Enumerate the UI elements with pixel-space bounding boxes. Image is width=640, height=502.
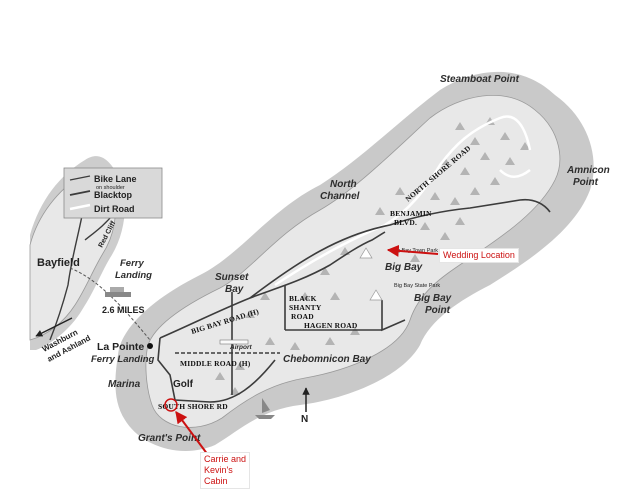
road-benjamin-2: BLVD. (394, 218, 417, 227)
label-sunset-bay-1: Sunset (215, 272, 249, 283)
ferry-landing-dot (147, 343, 153, 349)
legend-blacktop: Blacktop (94, 190, 133, 200)
label-north-channel-2: Channel (320, 191, 360, 202)
blacktop-roads (157, 198, 551, 403)
label-bayfield: Bayfield (37, 257, 80, 269)
park-icon (359, 247, 383, 301)
cabin-note: Carrie and Kevin's Cabin (200, 452, 251, 489)
label-ferry-landing-mainland-2: Landing (115, 270, 152, 281)
road-middle: MIDDLE ROAD (H) (180, 359, 251, 368)
road-south-shore: SOUTH SHORE RD (158, 402, 228, 411)
label-amnicon-1: Amnicon (566, 165, 610, 176)
label-amnicon-2: Point (573, 177, 599, 188)
label-airport: Airport (229, 344, 253, 351)
label-steamboat-point: Steamboat Point (440, 74, 520, 85)
wedding-location-note: Wedding Location (439, 248, 519, 263)
dirt-roads (274, 115, 532, 287)
label-north-channel-1: North (330, 179, 357, 190)
label-ferry-distance: 2.6 MILES (102, 305, 145, 315)
sailboat-icon (255, 398, 275, 419)
label-ferry-landing-mainland-1: Ferry (120, 258, 144, 269)
label-big-bay-point-2: Point (425, 305, 451, 316)
ferry-boat-icon (105, 287, 131, 297)
label-grants-point: Grant's Point (138, 433, 201, 444)
label-chebomnicon-bay: Chebomnicon Bay (283, 354, 371, 365)
island-land (145, 94, 561, 428)
label-big-bay-town-park: Big Bay Town Park (392, 248, 438, 254)
label-golf: Golf (173, 379, 194, 390)
road-black-shanty-3: ROAD (291, 312, 314, 321)
north-arrow-label: N (301, 414, 308, 425)
ferry-route (69, 267, 151, 341)
airport-runway (219, 339, 249, 345)
label-sunset-bay-2: Bay (225, 284, 244, 295)
label-big-bay-state-park: Big Bay State Park (394, 283, 440, 289)
label-ferry-landing-island: Ferry Landing (91, 354, 155, 365)
legend-bike-lane-sub: on shoulder (96, 185, 125, 191)
road-black-shanty-2: SHANTY (289, 303, 322, 312)
legend-dirt-road: Dirt Road (94, 204, 135, 214)
road-benjamin-1: BENJAMIN (390, 209, 432, 218)
legend-bike-lane: Bike Lane (94, 174, 137, 184)
road-hagen: HAGEN ROAD (304, 321, 358, 330)
label-la-pointe: La Pointe (97, 341, 144, 353)
washburn-arrow (35, 317, 73, 337)
road-black-shanty-1: BLACK (289, 294, 317, 303)
map-legend: Bike Lane on shoulder Blacktop Dirt Road (63, 167, 163, 219)
label-big-bay: Big Bay (385, 262, 423, 273)
cabin-marker-circle (164, 398, 178, 412)
wedding-arrow (386, 244, 439, 257)
cabin-arrow (175, 411, 209, 456)
label-big-bay-point-1: Big Bay (414, 293, 452, 304)
label-marina: Marina (108, 379, 141, 390)
